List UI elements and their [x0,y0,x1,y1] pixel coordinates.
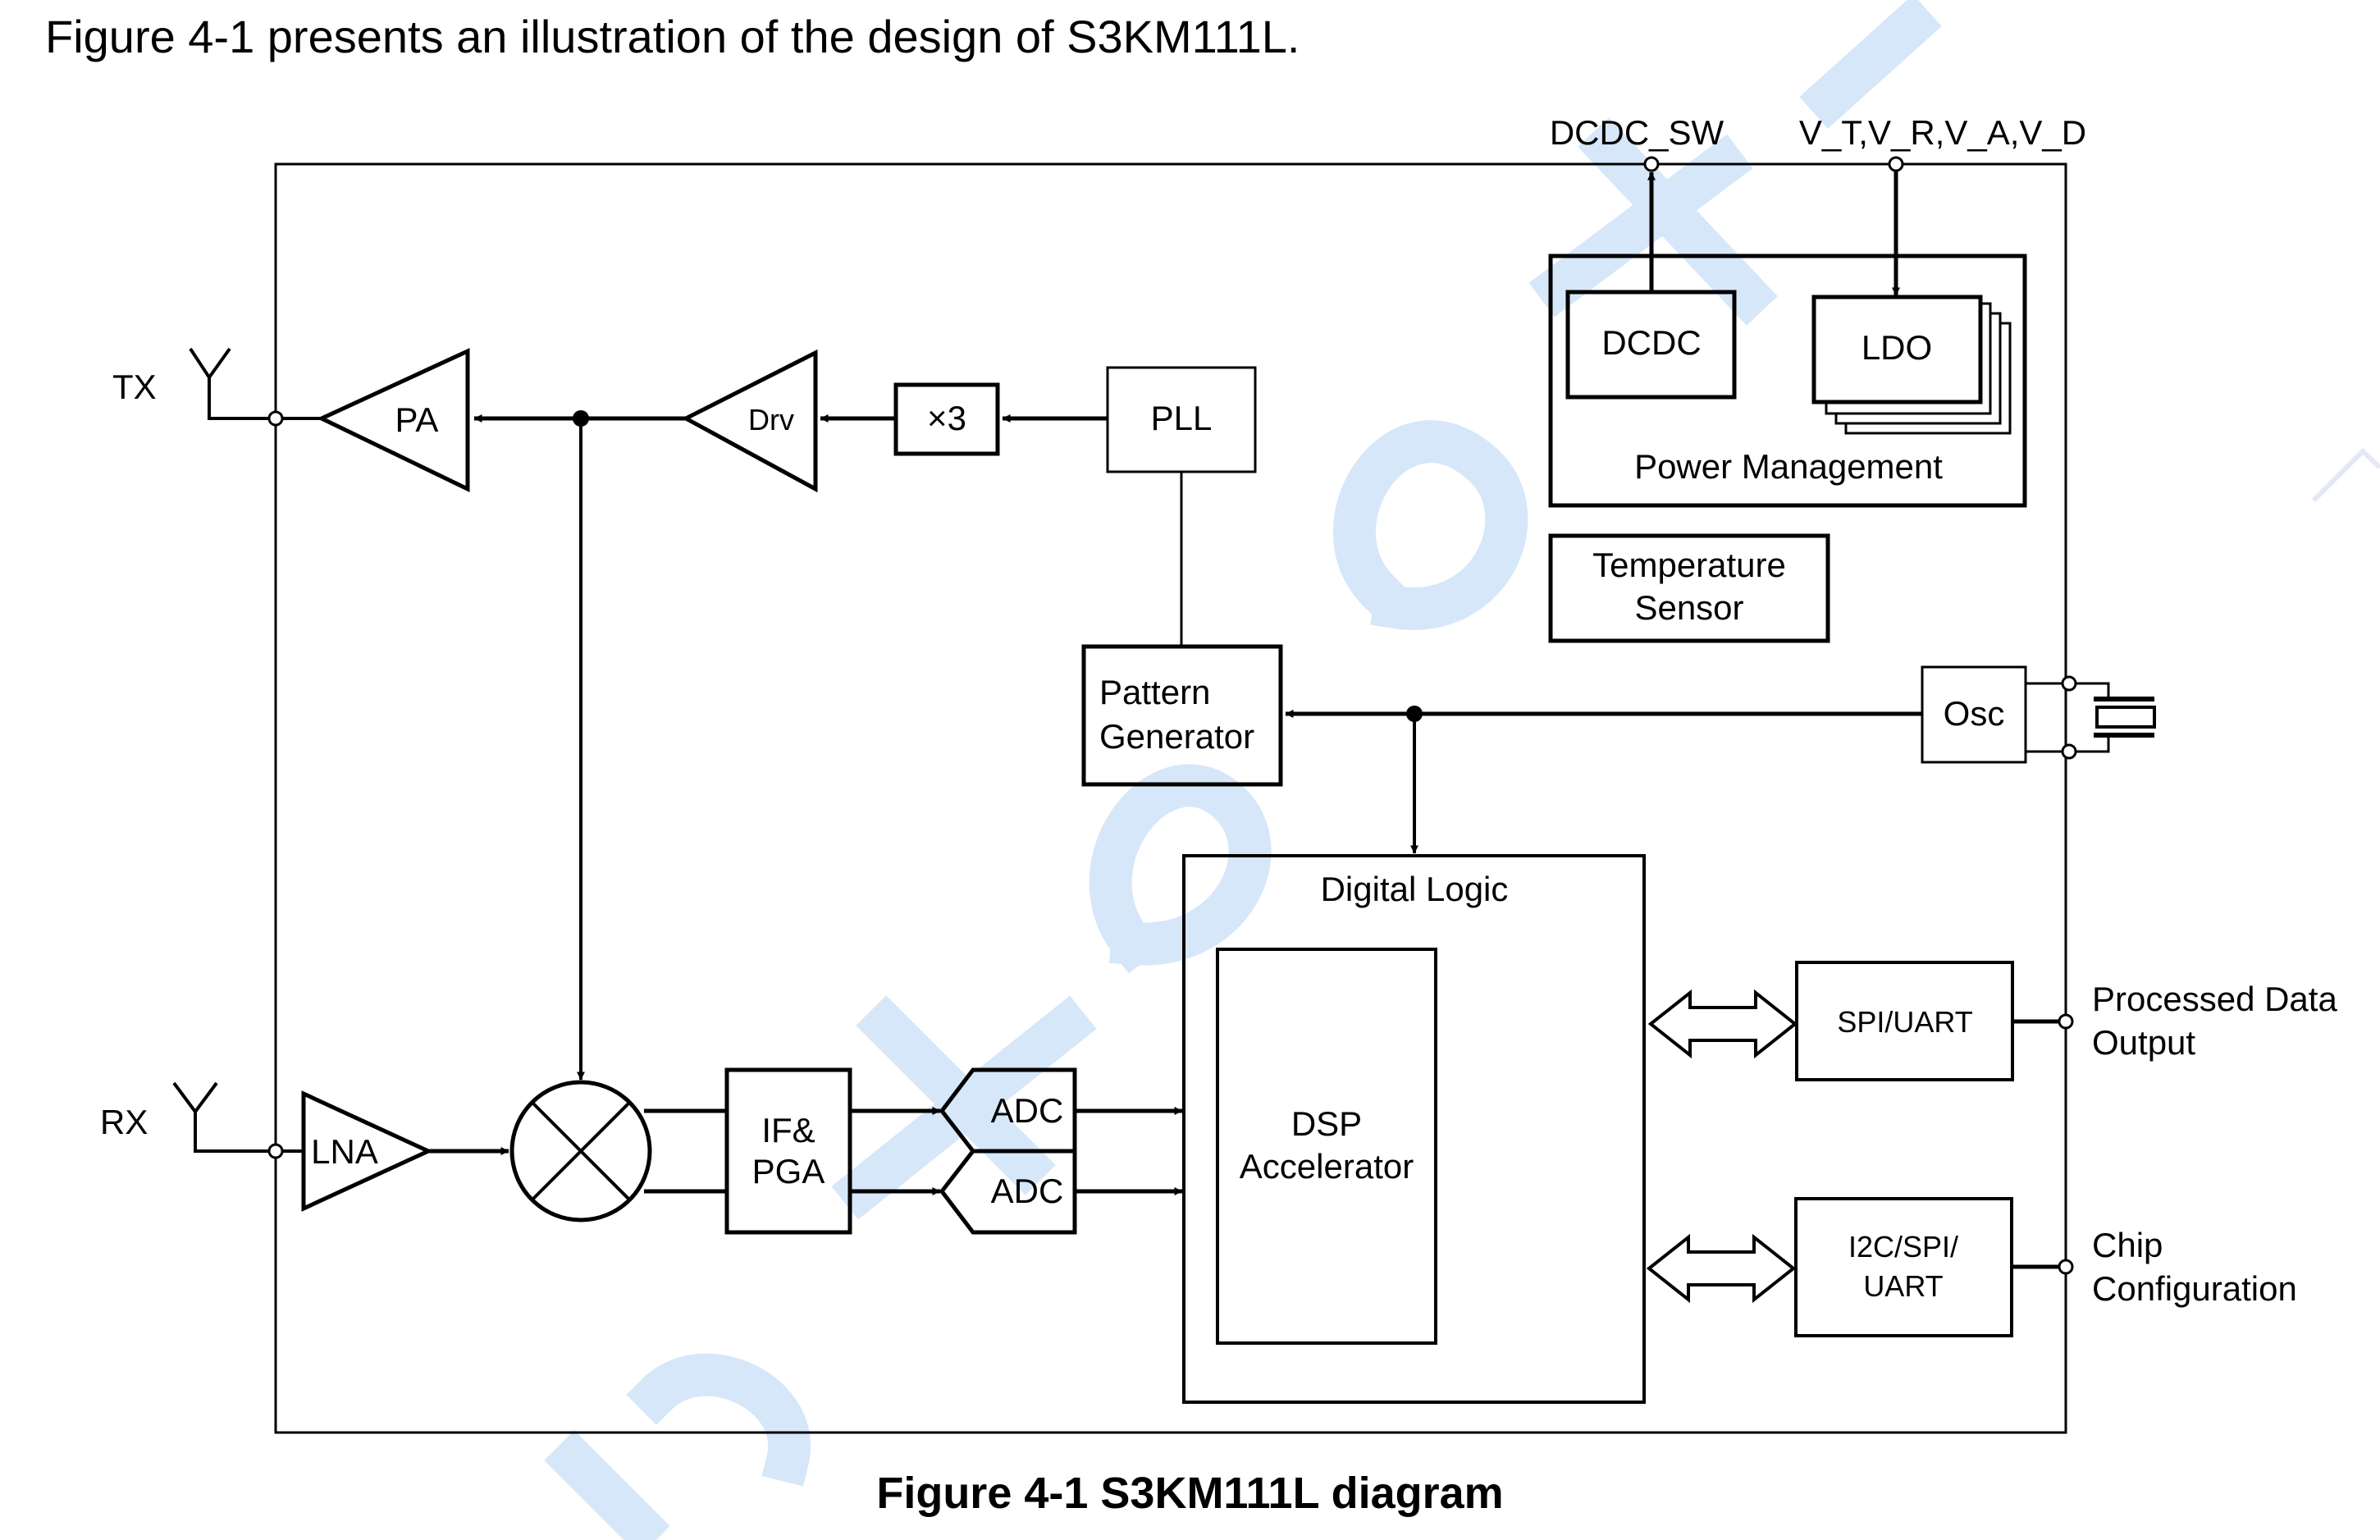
watermark [544,0,1942,1540]
processed-data-label-line2: Output [2092,1023,2195,1062]
ldo-block [1811,295,1983,404]
pattern-generator-label-line2: Generator [1099,717,1254,756]
rx-antenna-icon [172,1081,269,1153]
power-management-block [1548,254,2027,508]
dcdc-sw-pin-label: DCDC_SW [1550,113,1724,152]
figure-caption: Figure 4-1 S3KM111L diagram [876,1469,1504,1518]
supply-pins-label: V_T,V_R,V_A,V_D [1799,113,2086,152]
i2c-spi-uart-label-line1: I2C/SPI/ [1848,1230,1958,1264]
i2c-spi-uart-block [1794,1197,2013,1337]
xtal-pin-2 [2061,743,2077,760]
crystal-wire [2026,682,2110,753]
drv-amplifier [681,349,818,493]
pa-label: PA [395,400,439,439]
tx-pin [267,410,284,427]
mixer-icon [509,1080,652,1222]
x3-label: ×3 [927,399,966,437]
if-pga-block [724,1067,852,1235]
if-pga-label-line1: IF& [761,1111,815,1149]
crystal-icon [2094,697,2156,738]
osc-block [1921,665,2027,764]
xtal-pin-1 [2061,675,2077,692]
chip-config-label-line1: Chip [2092,1226,2163,1264]
if-pga-label-line2: PGA [752,1152,825,1190]
dcdc-label: DCDC [1601,323,1701,362]
i2c-spi-uart-label-line2: UART [1863,1269,1943,1303]
pattern-generator-block [1081,644,1283,787]
dcdc-sw-pin [1643,156,1660,172]
digital-logic-label: Digital Logic [1321,870,1509,908]
chip-config-label-line2: Configuration [2092,1269,2297,1308]
spi-uart-label: SPI/UART [1837,1005,1972,1039]
tx-antenna-icon [189,347,276,420]
lna-label: LNA [311,1132,378,1171]
pll-label: PLL [1151,399,1213,437]
pa-amplifier [317,348,470,492]
osc-label: Osc [1944,694,2005,733]
lna-amplifier [301,1090,433,1212]
processed-data-label-line1: Processed Data [2092,980,2337,1018]
temperature-sensor-block [1548,533,1830,643]
dsp-accelerator-block [1216,948,1437,1345]
power-management-label: Power Management [1634,447,1943,486]
pattern-generator-label-line1: Pattern [1099,673,1210,711]
temperature-sensor-label-line1: Temperature [1592,546,1786,584]
bidirectional-arrow-icon [1646,1233,1797,1304]
watermark-fragment [2311,447,2380,503]
tx-pin-label: TX [112,368,157,406]
chip-boundary [274,162,2067,1434]
processed-data-pin [2058,1013,2074,1030]
temperature-sensor-label-line2: Sensor [1634,588,1743,627]
supply-pin [1888,156,1904,172]
dsp-label-line1: DSP [1291,1104,1362,1143]
adc1-label: ADC [991,1091,1064,1130]
ldo-label: LDO [1862,328,1932,367]
adc2-label: ADC [991,1172,1064,1210]
x3-multiplier-block [893,382,1000,456]
rx-pin-label: RX [100,1103,148,1141]
intro-text: Figure 4-1 presents an illustration of t… [45,11,1300,62]
digital-logic-block [1182,854,1646,1404]
chip-config-pin [2058,1259,2074,1275]
rx-pin [267,1143,284,1159]
bidirectional-arrow-icon [1647,989,1798,1059]
drv-label: Drv [748,403,794,436]
dsp-label-line2: Accelerator [1240,1147,1414,1186]
